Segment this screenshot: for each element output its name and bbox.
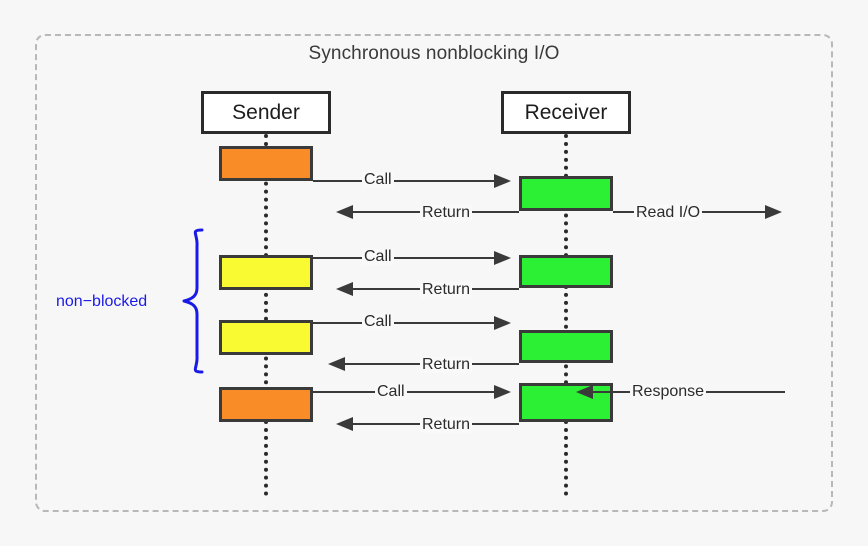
message-label-call-1: Call — [362, 171, 394, 188]
arrowhead-call-3-icon — [494, 316, 511, 330]
actor-receiver[interactable]: Receiver — [501, 91, 631, 134]
actor-sender[interactable]: Sender — [201, 91, 331, 134]
activation-sender-blocked-1[interactable] — [219, 146, 313, 181]
message-label-call-3: Call — [362, 313, 394, 330]
message-label-return-2: Return — [420, 281, 473, 298]
message-line-call-3 — [313, 322, 494, 324]
diagram-title: Synchronous nonblocking I/O — [308, 43, 560, 64]
activation-sender-nonblocked-2[interactable] — [219, 320, 313, 355]
activation-sender-nonblocked-1[interactable] — [219, 255, 313, 290]
message-label-call-4: Call — [375, 383, 407, 400]
message-label-response: Response — [630, 383, 707, 400]
activation-receiver-1[interactable] — [519, 176, 613, 211]
arrowhead-call-2-icon — [494, 251, 511, 265]
message-line-call-2 — [313, 257, 494, 259]
arrowhead-read-io-icon — [765, 205, 782, 219]
arrowhead-response-icon — [576, 385, 593, 399]
lifeline-sender — [264, 134, 268, 496]
message-label-return-1: Return — [420, 204, 473, 221]
message-label-read-io: Read I/O — [634, 204, 703, 221]
diagram-frame — [35, 34, 833, 512]
message-label-return-3: Return — [420, 356, 473, 373]
arrowhead-return-1-icon — [336, 205, 353, 219]
arrowhead-call-4-icon — [494, 385, 511, 399]
activation-sender-blocked-2[interactable] — [219, 387, 313, 422]
message-label-call-2: Call — [362, 248, 394, 265]
annotation-label-non-blocked: non−blocked — [56, 293, 148, 310]
curly-brace-icon — [182, 228, 204, 374]
arrowhead-return-4-icon — [336, 417, 353, 431]
lifeline-receiver — [564, 134, 568, 496]
activation-receiver-4[interactable] — [519, 383, 613, 422]
arrowhead-call-1-icon — [494, 174, 511, 188]
message-line-call-1 — [313, 180, 494, 182]
arrowhead-return-2-icon — [336, 282, 353, 296]
activation-receiver-2[interactable] — [519, 255, 613, 288]
activation-receiver-3[interactable] — [519, 330, 613, 363]
arrowhead-return-3-icon — [328, 357, 345, 371]
message-label-return-4: Return — [420, 416, 473, 433]
